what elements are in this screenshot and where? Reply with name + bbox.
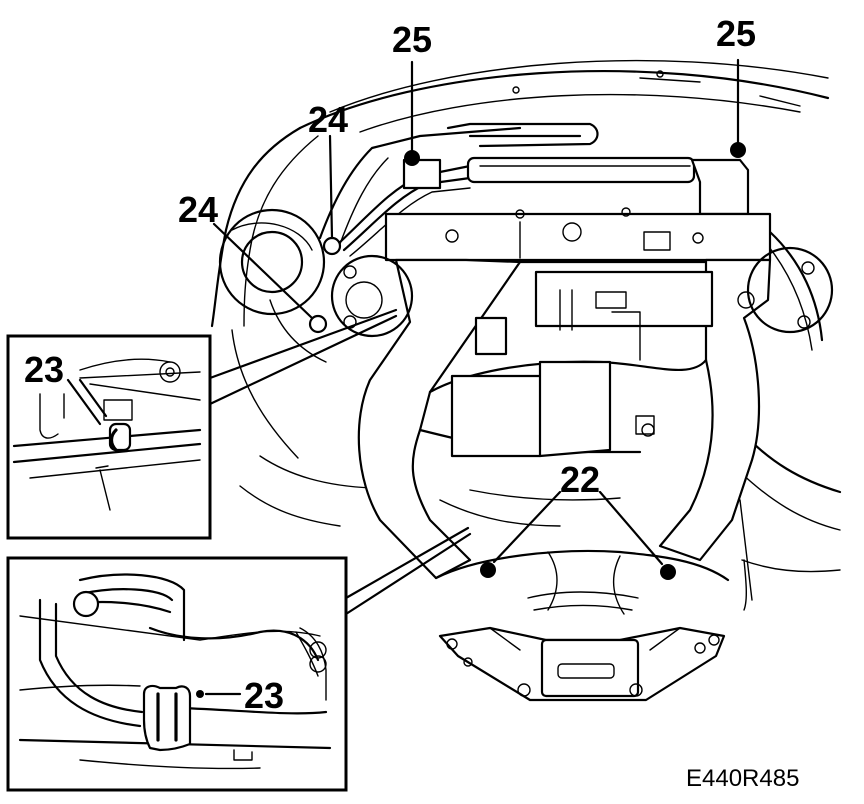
detail-inset-upper: 23 bbox=[6, 334, 212, 540]
subframe bbox=[330, 207, 834, 611]
bolt-24-lower bbox=[308, 314, 328, 334]
leader-lines bbox=[212, 58, 740, 566]
callout-22: 22 bbox=[560, 459, 600, 500]
detail-zoom-lines bbox=[208, 308, 472, 616]
callout-23-top-inset: 23 bbox=[24, 349, 64, 390]
wheel-hub bbox=[218, 208, 326, 316]
callout-24-lower: 24 bbox=[178, 189, 218, 230]
detail-inset-lower: 23 bbox=[6, 556, 348, 792]
mounting-plate bbox=[438, 551, 726, 702]
callout-24-upper: 24 bbox=[308, 99, 348, 140]
callout-25-left: 25 bbox=[392, 19, 432, 60]
steering-pipes bbox=[318, 122, 750, 257]
figure-id: E440R485 bbox=[686, 765, 799, 792]
bolt-markers bbox=[308, 142, 746, 580]
bolt-24-upper bbox=[322, 236, 342, 256]
callout-25-right: 25 bbox=[716, 13, 756, 54]
bolt-22-left bbox=[480, 562, 496, 578]
callout-23-bottom-inset: 23 bbox=[244, 675, 284, 716]
bolt-25-right bbox=[730, 142, 746, 158]
bolt-22-right bbox=[660, 564, 676, 580]
bolt-25-left bbox=[404, 150, 420, 166]
